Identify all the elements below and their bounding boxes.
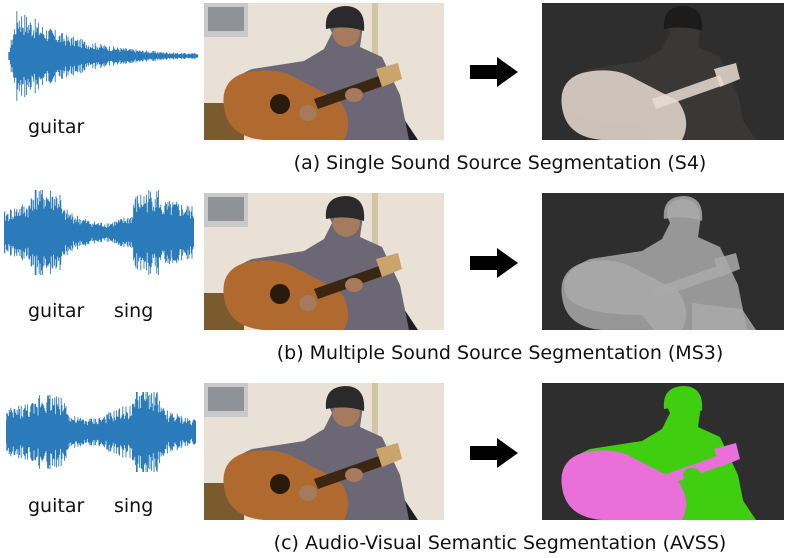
wave-label-sing: sing xyxy=(114,300,154,322)
caption-avss: (c) Audio-Visual Semantic Segmentation (… xyxy=(273,532,727,554)
segmentation-mask-ms3 xyxy=(542,193,784,330)
arrow-right-icon xyxy=(470,57,518,87)
arrow-right-icon xyxy=(470,248,518,278)
wave-label-guitar: guitar xyxy=(28,300,85,322)
photo-scene-row-a xyxy=(204,3,444,140)
waveform-row-c xyxy=(6,392,196,472)
wave-label-guitar: guitar xyxy=(28,495,85,517)
wave-label-sing: sing xyxy=(114,495,154,517)
caption-ms3: (b) Multiple Sound Source Segmentation (… xyxy=(276,342,724,364)
waveform-row-b xyxy=(4,190,194,275)
segmentation-mask-s4 xyxy=(542,3,784,140)
wave-label-guitar: guitar xyxy=(28,116,85,138)
caption-s4: (a) Single Sound Source Segmentation (S4… xyxy=(293,152,707,174)
waveform-row-a xyxy=(8,6,198,106)
photo-scene-row-c xyxy=(204,383,444,520)
arrow-right-icon xyxy=(470,438,518,468)
segmentation-mask-avss xyxy=(542,383,784,520)
photo-scene-row-b xyxy=(204,193,444,330)
